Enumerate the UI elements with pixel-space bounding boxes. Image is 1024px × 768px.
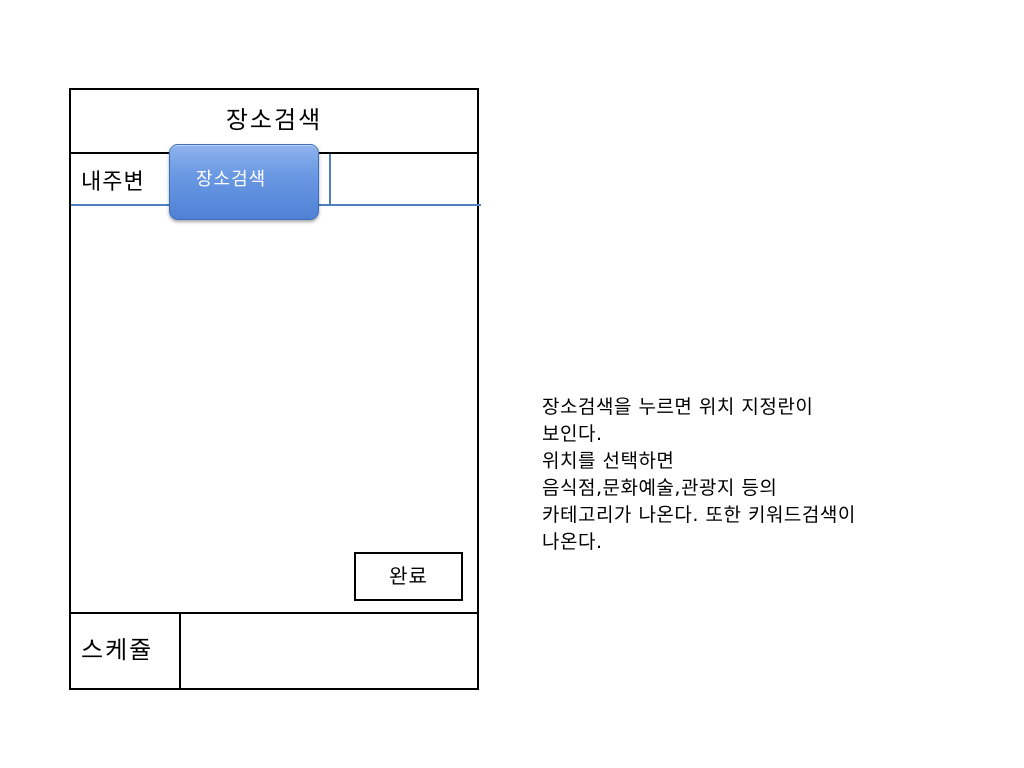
- description-line: 카테고리가 나온다. 또한 키워드검색이: [542, 504, 856, 526]
- schedule-tab[interactable]: 스케쥴: [81, 636, 154, 664]
- description-line: 위치를 선택하면: [542, 450, 675, 472]
- footer-cell-divider: [179, 612, 181, 690]
- tab-divider: [329, 154, 331, 206]
- tab-place-search[interactable]: 장소검색: [169, 144, 319, 220]
- tab-place-search-label: 장소검색: [196, 169, 267, 190]
- description-text: 장소검색을 누르면 위치 지정란이 보인다. 위치를 선택하면 음식점,문화예술…: [542, 394, 982, 556]
- tab-my-nearby[interactable]: 내주변: [81, 170, 145, 195]
- description-line: 음식점,문화예술,관광지 등의: [542, 477, 778, 499]
- description-line: 장소검색을 누르면 위치 지정란이: [542, 396, 814, 418]
- page-title: 장소검색: [225, 106, 323, 134]
- done-button[interactable]: 완료: [354, 552, 463, 601]
- description-line: 보인다.: [542, 423, 603, 445]
- description-line: 나온다.: [542, 531, 603, 553]
- footer-divider: [71, 612, 477, 614]
- phone-wireframe: 장소검색 내주변 장소검색 완료 스케쥴: [69, 88, 481, 690]
